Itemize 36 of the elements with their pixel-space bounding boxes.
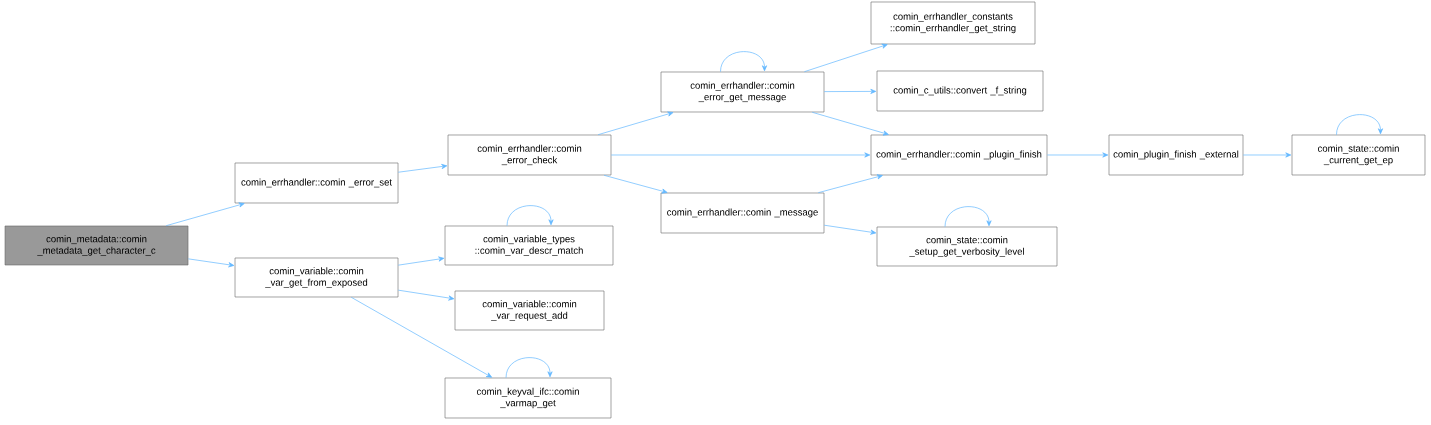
arrow (506, 205, 554, 227)
function-box: comin_c_utils::convert _f_string (876, 70, 1044, 112)
function-box: comin_errhandler::comin _error_set (234, 162, 399, 204)
arrow (397, 256, 445, 266)
arrow (720, 51, 768, 73)
function-box: comin_state::comin _setup_get_verbosity_level (876, 226, 1058, 267)
arrow (804, 43, 888, 73)
function-box: comin_state::comin _current_get_ep (1291, 134, 1426, 176)
arrow (597, 111, 674, 136)
function-box: comin_variable_types ::comin_var_descr_match (444, 225, 614, 266)
function-box: comin_errhandler::comin _error_check (447, 134, 612, 176)
function-box: comin_keyval_ifc::comin _varmap_get (444, 377, 612, 419)
arrow (823, 224, 877, 235)
arrow (823, 88, 877, 94)
arrow (1046, 152, 1109, 158)
arrow (944, 206, 992, 228)
function-box: comin_metadata::comin _metadata_get_character_c (4, 225, 189, 266)
arrow (187, 258, 235, 268)
arrow (397, 164, 448, 173)
arrow (811, 111, 889, 136)
function-box: comin_plugin_finish _external (1108, 134, 1244, 176)
arrow (397, 289, 455, 301)
function-box: comin_variable::comin _var_request_add (454, 290, 605, 331)
arrow (350, 296, 493, 378)
function-box: comin_errhandler::comin _error_get_message (660, 71, 825, 113)
function-box: comin_errhandler_constants ::comin_errhandler_get_string (870, 1, 1036, 45)
arrow (505, 357, 553, 379)
arrow (1242, 152, 1292, 158)
arrow (610, 152, 871, 158)
arrow (817, 174, 883, 194)
function-box: comin_variable::comin _var_get_from_exposed (234, 257, 399, 298)
function-box: comin_errhandler::comin _plugin_finish (870, 134, 1048, 176)
arrow (603, 174, 668, 194)
arrow (1336, 114, 1384, 136)
function-box: comin_errhandler::comin _message (660, 192, 825, 234)
arrow (165, 202, 245, 227)
